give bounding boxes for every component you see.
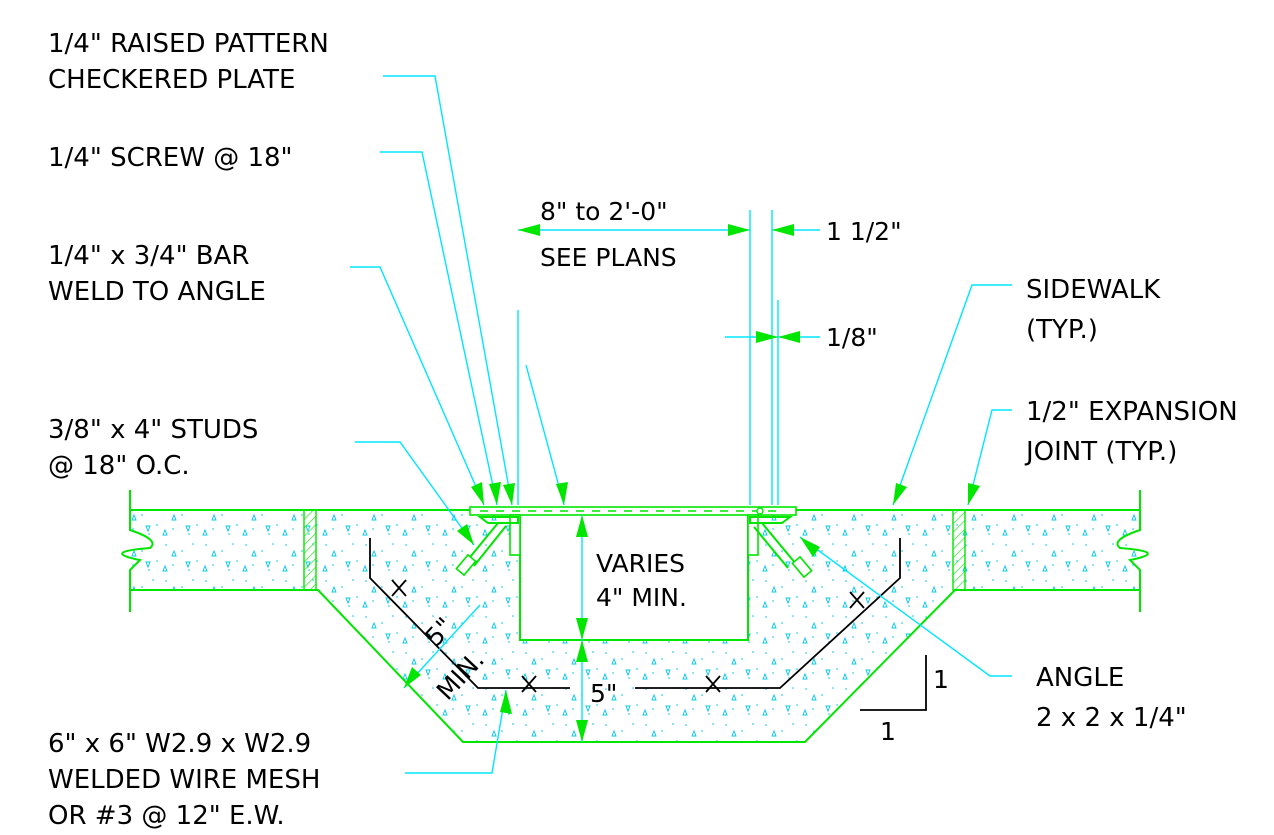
mesh-cross-4: [849, 591, 865, 609]
slope-indicator: 1 1: [860, 655, 949, 746]
sidewalk-label-line2: (TYP.): [1026, 315, 1098, 345]
mesh-left-bent: [369, 538, 570, 689]
joint-label-line2: JOINT (TYP.): [1024, 437, 1177, 467]
mesh-cross-1: [391, 579, 407, 597]
left-break-line: [121, 490, 154, 612]
concrete-section: [121, 490, 1149, 743]
angle-label-line2: 2 x 2 x 1/4": [1036, 703, 1187, 733]
angle-label-line1: ANGLE: [1036, 663, 1124, 693]
concrete-fill: [130, 510, 1140, 742]
depth-label-line1: VARIES: [596, 549, 685, 578]
right-break-line: [1116, 490, 1149, 612]
bar-label-line1: 1/4" x 3/4" BAR: [48, 241, 249, 271]
sidewalk-label-line1: SIDEWALK: [1026, 275, 1161, 305]
stud-left: [465, 522, 507, 567]
width-label-line2: SEE PLANS: [540, 243, 677, 272]
width-label-line1: 8" to 2'-0": [540, 197, 668, 226]
mesh-cross-2: [521, 675, 537, 693]
plate-edge-label: 1 1/2": [826, 217, 902, 246]
bar-label-line2: WELD TO ANGLE: [48, 277, 266, 307]
gap-label: 1/8": [826, 323, 878, 352]
bottom-thickness-label: 5": [590, 679, 617, 708]
callout-labels: 1/4" RAISED PATTERN CHECKERED PLATE 1/4"…: [48, 29, 1238, 831]
slope-run-label: 1: [880, 717, 896, 746]
joint-label-line1: 1/2" EXPANSION: [1026, 397, 1238, 427]
slope-rise-label: 1: [933, 665, 949, 694]
mesh-cross-3: [705, 675, 721, 693]
plate-label-line1: 1/4" RAISED PATTERN: [48, 29, 329, 59]
angle-right: [749, 516, 793, 524]
expansion-joint-left: [303, 509, 317, 591]
bar-left: [509, 514, 521, 556]
bar-right: [747, 514, 759, 556]
studs-label-line1: 3/8" x 4" STUDS: [48, 415, 258, 445]
leader-lines: [350, 75, 1012, 774]
depth-label-line2: 4" MIN.: [596, 583, 687, 612]
expansion-joint-right: [952, 509, 966, 591]
screw-head: [756, 507, 764, 515]
stud-right-head: [791, 555, 813, 579]
dimension-lines: [403, 210, 820, 742]
dimension-labels: 8" to 2'-0" SEE PLANS 1 1/2" 1/8" VARIES…: [419, 197, 901, 708]
mesh-right-bent: [635, 538, 901, 689]
stud-right: [753, 522, 797, 569]
studs-label-line2: @ 18" O.C.: [48, 451, 190, 481]
checkered-plate: [469, 506, 797, 516]
screw-label: 1/4" SCREW @ 18": [48, 143, 293, 173]
angle-left: [477, 516, 519, 524]
plate-label-line2: CHECKERED PLATE: [48, 65, 295, 95]
steel-components: [455, 506, 813, 579]
mesh-label-line2: WELDED WIRE MESH: [48, 765, 320, 795]
trench-opening: [519, 515, 749, 641]
stud-left-head: [455, 553, 477, 577]
mesh-label-line3: OR #3 @ 12" E.W.: [48, 801, 285, 831]
reinforcement-mesh: [369, 538, 901, 693]
mesh-label-line1: 6" x 6" W2.9 x W2.9: [48, 729, 311, 759]
